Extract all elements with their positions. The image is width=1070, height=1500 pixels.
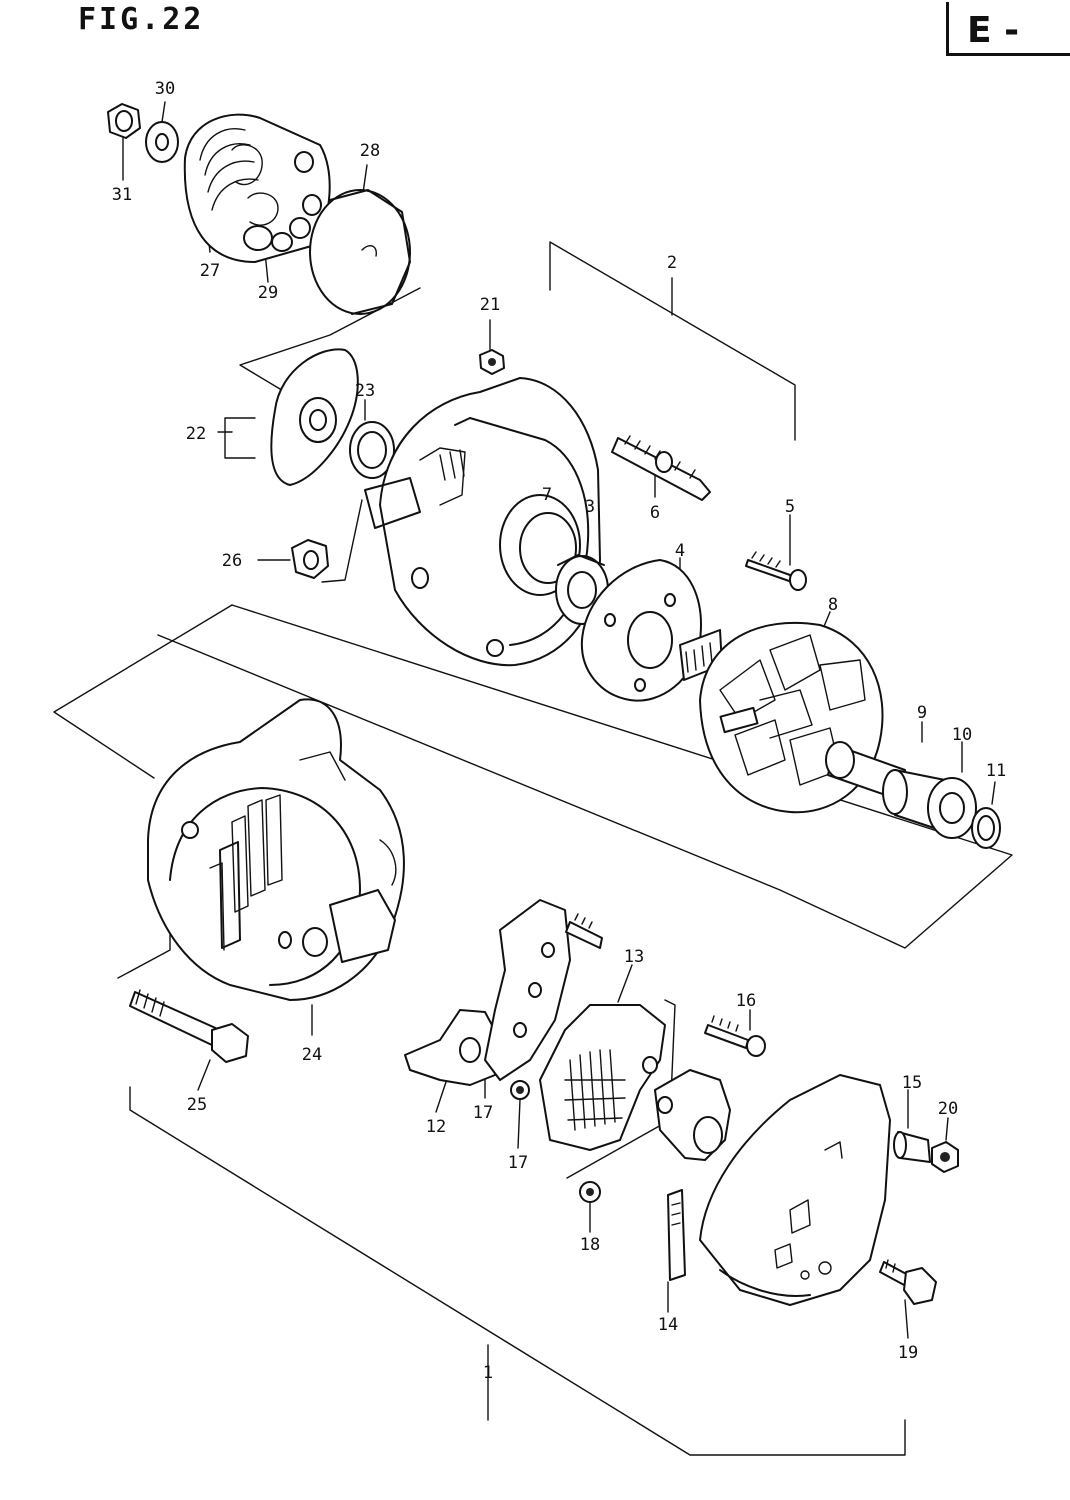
brush-holder-part-13 [539, 1004, 666, 1151]
through-bolt-part-25 [129, 989, 249, 1063]
insulator-part-15 [893, 1131, 931, 1163]
callout-17b: 17 [508, 1153, 528, 1173]
callout-17a: 17 [473, 1103, 493, 1123]
callout-1: 1 [483, 1363, 493, 1383]
callout-15: 15 [902, 1073, 922, 1093]
rectifier-part-12 [404, 899, 603, 1086]
bearing-part-10 [927, 777, 977, 839]
callout-9: 9 [917, 703, 927, 723]
callout-3: 3 [585, 497, 595, 517]
callout-25: 25 [187, 1095, 207, 1115]
callout-7: 7 [542, 485, 552, 505]
callout-27: 27 [200, 261, 220, 281]
callout-28: 28 [360, 141, 380, 161]
bearing-cover-part-11 [971, 807, 1001, 849]
callout-22: 22 [186, 424, 206, 444]
figure-title: FIG.22 [78, 2, 205, 37]
callout-6: 6 [650, 503, 660, 523]
callout-8: 8 [828, 595, 838, 615]
screw-part-16 [704, 1015, 766, 1057]
nut-part-21 [479, 349, 505, 375]
callout-2: 2 [667, 253, 677, 273]
callout-13: 13 [624, 947, 644, 967]
regulator-part-14 [654, 1069, 731, 1281]
section-tag: E - [946, 2, 1070, 56]
nut-part-26 [291, 539, 329, 579]
drive-end-frame-part-7 [364, 377, 601, 667]
screw-part-18 [579, 1181, 601, 1203]
callout-11: 11 [986, 761, 1006, 781]
callout-20: 20 [938, 1099, 958, 1119]
screw-part-17 [510, 1080, 530, 1100]
section-tag-label: E - [967, 10, 1020, 51]
callout-14: 14 [658, 1315, 678, 1335]
stud-part-6 [611, 435, 711, 501]
nut-part-20 [931, 1141, 959, 1173]
callout-24: 24 [302, 1045, 322, 1065]
callout-5: 5 [785, 497, 795, 517]
callout-labels: 1 2 3 4 5 6 7 8 9 10 11 12 13 14 15 16 1… [112, 79, 1006, 1383]
clip-part-29 [243, 151, 322, 252]
bolt-part-19 [879, 1259, 937, 1305]
fan-part-22 [270, 348, 359, 486]
callout-30: 30 [155, 79, 175, 99]
callout-12: 12 [426, 1117, 446, 1137]
pulley-cover-part-28 [309, 189, 411, 315]
callout-23: 23 [355, 381, 375, 401]
callout-19: 19 [898, 1343, 918, 1363]
callout-4: 4 [675, 541, 685, 561]
callout-16: 16 [736, 991, 756, 1011]
callout-21: 21 [480, 295, 500, 315]
bearing-retainer-part-4 [580, 559, 702, 702]
callout-18: 18 [580, 1235, 600, 1255]
screw-part-5 [745, 551, 807, 591]
callout-10: 10 [952, 725, 972, 745]
callout-29: 29 [258, 283, 278, 303]
nut-part-31 [107, 103, 141, 139]
rear-housing-part-24 [147, 698, 405, 1001]
callout-26: 26 [222, 551, 242, 571]
rear-end-cover [699, 1074, 891, 1306]
callout-31: 31 [112, 185, 132, 205]
washer-part-30 [145, 121, 179, 163]
spacer-part-23 [349, 421, 395, 479]
